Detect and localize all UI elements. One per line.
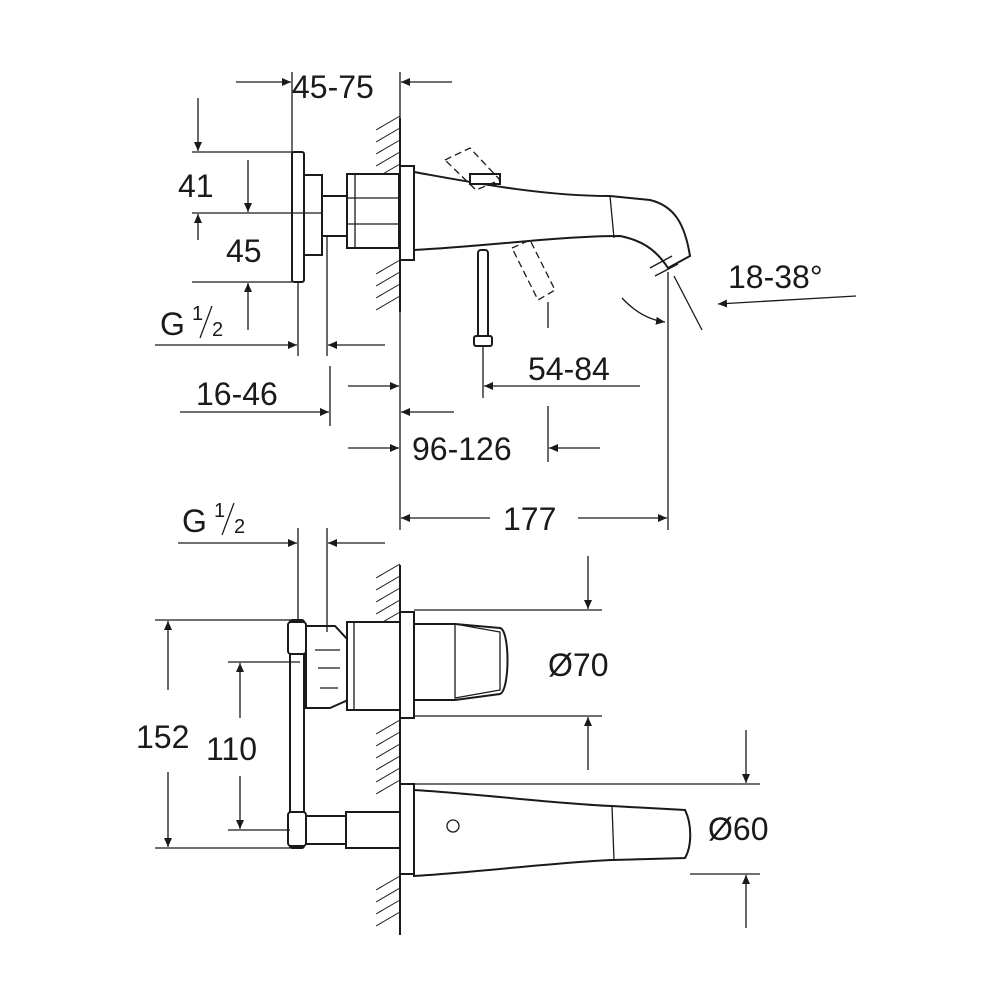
label-dia60: Ø60 [708, 811, 768, 847]
label-41: 41 [178, 168, 214, 204]
dim-110: 110 [206, 661, 300, 831]
wall-hatch-line [375, 127, 401, 143]
wall-hatch-line [375, 259, 401, 275]
dim-g-half-bottom: G 1 2 [178, 500, 385, 632]
dim-41-45: 41 45 [178, 98, 322, 330]
dim-54-84: 54-84 [482, 346, 640, 398]
side-view: 45-75 41 45 G 1 2 [155, 69, 857, 537]
wall-hatch-line [375, 767, 401, 783]
dim-dia60: Ø60 [414, 730, 768, 928]
label-110: 110 [206, 731, 257, 767]
label-45: 45 [226, 233, 262, 269]
wall-hatch-line [375, 599, 401, 615]
label-g-top-num: 1 [192, 303, 203, 325]
wall-hatch-line [375, 295, 401, 311]
wall-hatch-line [375, 755, 401, 771]
mixer-body-side [291, 151, 415, 283]
wall-hatch-line [375, 911, 401, 927]
label-54-84: 54-84 [528, 351, 610, 387]
wall-hatch-line [375, 719, 401, 735]
dim-96-126: 96-126 [348, 312, 600, 530]
label-g-bottom-den: 2 [234, 516, 245, 538]
wall-hatch-line [375, 139, 401, 155]
dim-g-half-top: G 1 2 [155, 236, 385, 356]
wall-hatch-line [375, 563, 401, 579]
wall-hatch-line [375, 283, 401, 299]
wall-hatch-line [375, 743, 401, 759]
dim-dia70: Ø70 [414, 556, 608, 770]
label-g-top-den: 2 [212, 319, 223, 341]
label-45-75: 45-75 [292, 69, 374, 105]
lever [443, 147, 556, 347]
wall-bottom [375, 563, 401, 935]
label-g-top: G [160, 306, 185, 342]
label-152: 152 [136, 719, 189, 755]
mixer-body-plan [287, 611, 509, 875]
wall-hatch-line [375, 575, 401, 591]
label-g-bottom: G [182, 503, 207, 539]
dim-16-46: 16-46 [180, 366, 399, 426]
wall-hatch-line [375, 587, 401, 603]
dim-18-38: 18-38° [621, 259, 857, 530]
label-177: 177 [503, 501, 556, 537]
label-dia70: Ø70 [548, 647, 608, 683]
spout-plan [413, 788, 692, 878]
wall-hatch-line [375, 731, 401, 747]
plan-view: G 1 2 152 110 Ø70 [136, 500, 768, 935]
wall-hatch-line [375, 151, 401, 167]
label-18-38: 18-38° [728, 259, 823, 295]
wall-hatch-line [375, 899, 401, 915]
wall-hatch-line [375, 115, 401, 131]
wall-hatch-line [375, 779, 401, 795]
dim-177: 177 [401, 501, 667, 537]
dim-45-75: 45-75 [236, 69, 452, 152]
wall-hatch-line [375, 271, 401, 287]
label-g-bottom-num: 1 [214, 500, 225, 522]
label-16-46: 16-46 [196, 376, 278, 412]
label-96-126: 96-126 [412, 431, 512, 467]
dim-152: 152 [136, 619, 290, 849]
wall-hatch-line [375, 887, 401, 903]
wall-hatch-line [375, 875, 401, 891]
spout-side [413, 170, 692, 277]
